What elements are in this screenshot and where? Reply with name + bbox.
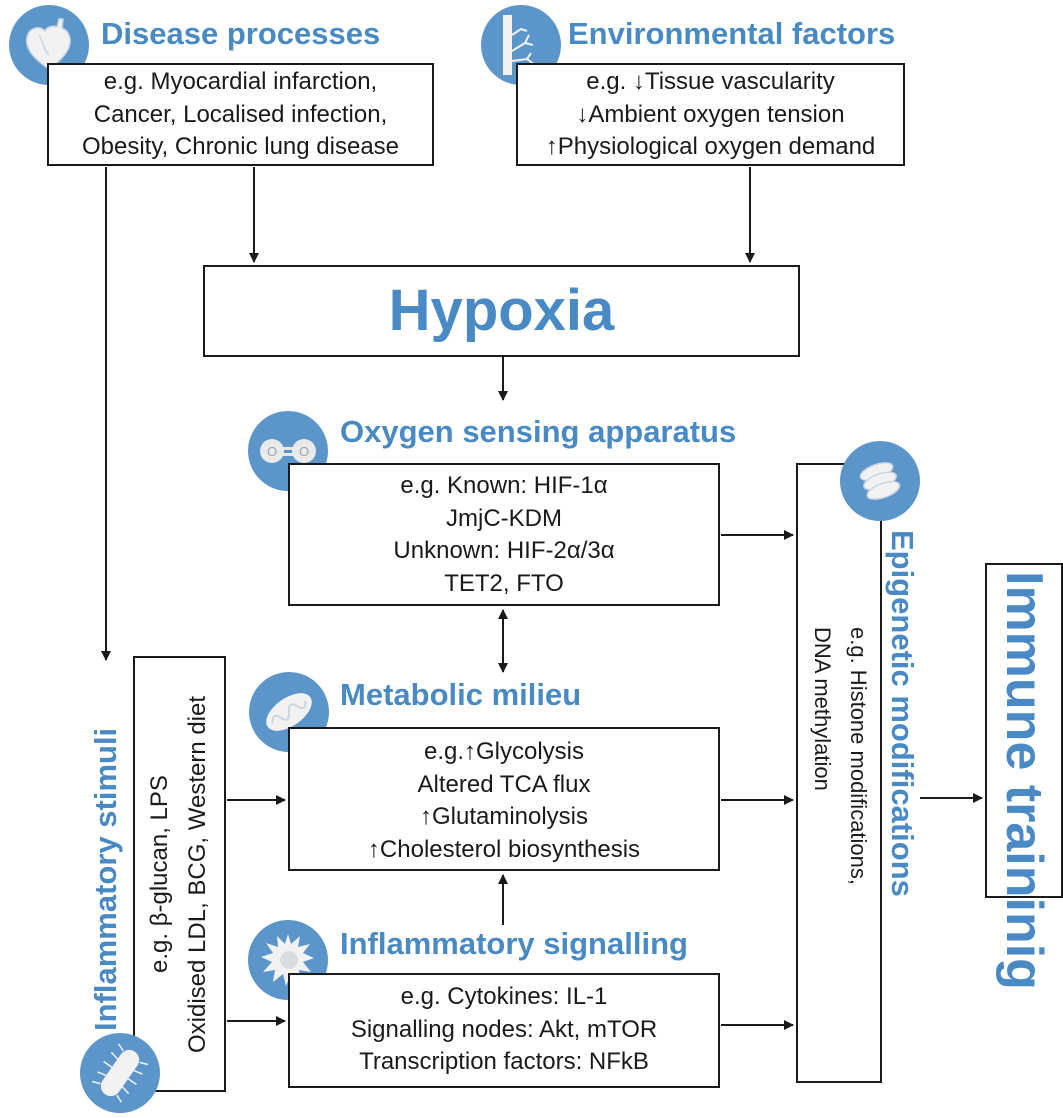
disease-processes-box: e.g. Myocardial infarction, Cancer, Loca… — [47, 63, 434, 166]
epigenetic-modifications-line-2: DNA methylation — [810, 627, 835, 791]
metabolic-milieu-box: e.g.↑Glycolysis Altered TCA flux ↑Glutam… — [288, 727, 720, 871]
oxygen-sensing-title: Oxygen sensing apparatus — [340, 414, 737, 449]
disease-processes-line-2: Cancer, Localised infection, — [93, 100, 388, 128]
metabolic-milieu-title: Metabolic milieu — [340, 677, 582, 712]
disease-processes-title: Disease processes — [101, 16, 381, 51]
hypoxia-title: Hypoxia — [388, 278, 615, 343]
environmental-factors-line-3: ↑Physiological oxygen demand — [545, 133, 876, 160]
metabolic-milieu-line-2: Altered TCA flux — [417, 770, 591, 798]
immune-training-title: Immune traininig — [995, 571, 1053, 990]
metabolic-milieu-line-3: ↑Glutaminolysis — [419, 803, 589, 830]
nucleosome-icon — [840, 441, 920, 521]
oxygen-sensing-line-2: JmjC-KDM — [446, 504, 562, 532]
environmental-factors-line-1: e.g. ↓Tissue vascularity — [586, 68, 835, 95]
oxygen-sensing-box: e.g. Known: HIF-1α JmjC-KDM Unknown: HIF… — [288, 463, 720, 606]
metabolic-milieu-line-4: ↑Cholesterol biosynthesis — [367, 835, 641, 863]
disease-processes-line-3: Obesity, Chronic lung disease — [81, 133, 400, 160]
inflammatory-stimuli-box: e.g. β-glucan, LPS Oxidised LDL, BCG, We… — [133, 656, 226, 1092]
oxygen-sensing-line-3: Unknown: HIF-2α/3α — [393, 537, 615, 564]
inflammatory-signalling-title: Inflammatory signalling — [340, 926, 688, 961]
inflammatory-signalling-box: e.g. Cytokines: IL-1 Signalling nodes: A… — [288, 973, 720, 1088]
environmental-factors-title: Environmental factors — [568, 16, 896, 51]
environmental-factors-line-2: ↓Ambient oxygen tension — [576, 100, 845, 128]
oxygen-sensing-line-1: e.g. Known: HIF-1α — [400, 472, 608, 499]
hypoxia-box: Hypoxia — [203, 265, 800, 357]
inflammatory-signalling-line-3: Transcription factors: NFkB — [359, 1048, 649, 1075]
inflammatory-signalling-line-1: e.g. Cytokines: IL-1 — [400, 983, 608, 1010]
disease-processes-line-1: e.g. Myocardial infarction, — [103, 68, 378, 95]
svg-text:O: O — [299, 444, 309, 459]
immune-training-box: Immune traininig — [985, 563, 1063, 990]
epigenetic-modifications-title: Epigenetic modifications — [885, 530, 920, 897]
epigenetic-modifications-line-1: e.g. Histone modifications, — [846, 627, 871, 886]
inflammatory-signalling-line-2: Signalling nodes: Akt, mTOR — [350, 1015, 658, 1043]
svg-text:O: O — [267, 444, 277, 459]
oxygen-sensing-line-4: TET2, FTO — [444, 569, 564, 597]
metabolic-milieu-line-1: e.g.↑Glycolysis — [423, 738, 585, 765]
epigenetic-modifications-box: e.g. Histone modifications, DNA methylat… — [796, 463, 882, 1083]
environmental-factors-box: e.g. ↓Tissue vascularity ↓Ambient oxygen… — [516, 63, 905, 166]
